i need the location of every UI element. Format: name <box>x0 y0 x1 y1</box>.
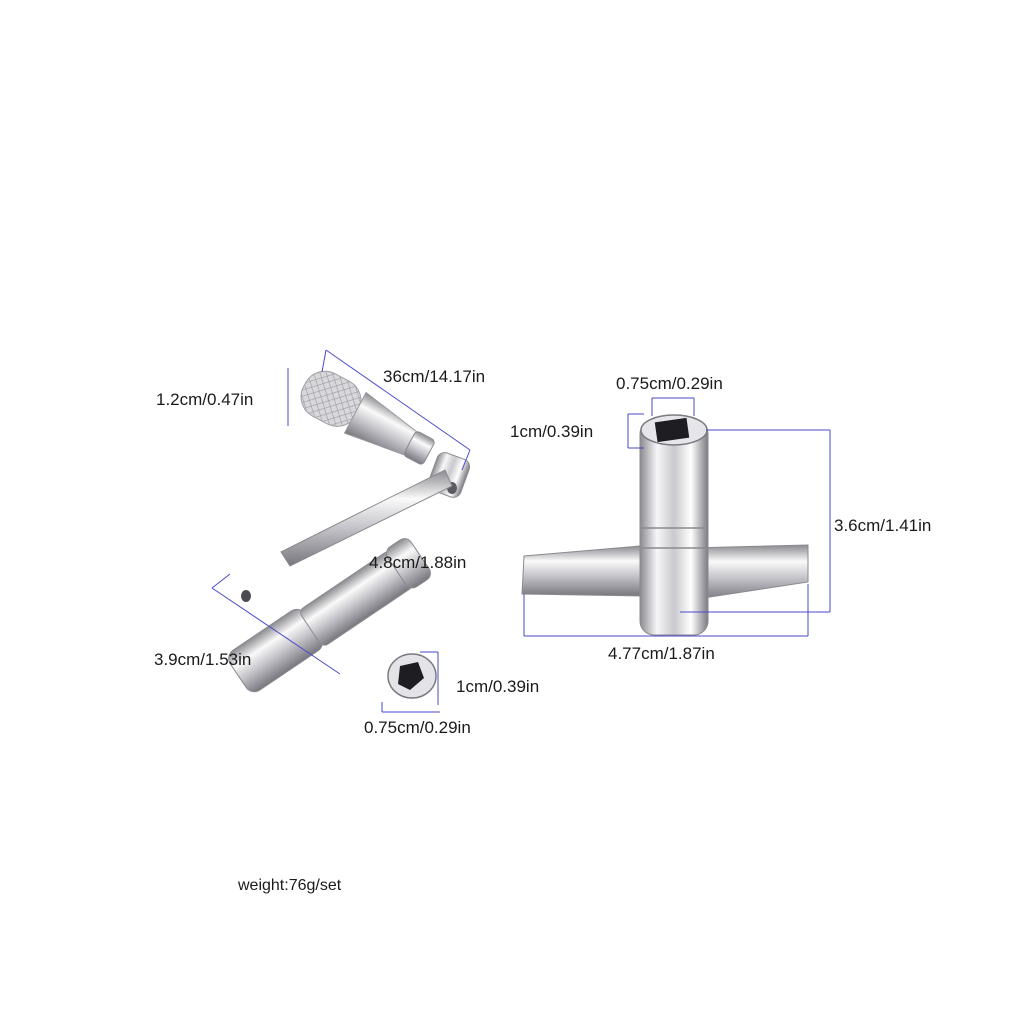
crank-socket-width-label: 0.75cm/0.29in <box>364 718 471 737</box>
socket-body <box>228 538 431 693</box>
t-key-socket-depth-label: 1cm/0.39in <box>510 422 594 441</box>
t-drum-key <box>521 414 809 636</box>
crank-arm-length-label: 4.8cm/1.88in <box>369 553 467 572</box>
t-key-height-label: 3.6cm/1.41in <box>834 516 932 535</box>
socket-opening <box>387 653 437 699</box>
t-key-wing-span-label: 4.77cm/1.87in <box>608 644 715 663</box>
pin-hole <box>241 590 251 602</box>
left-wing <box>521 545 641 597</box>
knurled-handle <box>300 370 435 465</box>
crank-arm <box>280 469 453 567</box>
crank-handle-width-label: 1.2cm/0.47in <box>156 390 254 409</box>
crank-socket-depth-label: 1cm/0.39in <box>456 677 540 696</box>
t-key-socket-width-label: 0.75cm/0.29in <box>616 374 723 393</box>
crank-drum-key <box>228 370 471 699</box>
weight-label: weight:76g/set <box>238 877 342 894</box>
dimension-lines <box>211 349 831 713</box>
crank-handle-length-label: 36cm/14.17in <box>383 367 486 386</box>
crank-body-length-label: 3.9cm/1.53in <box>154 650 252 669</box>
